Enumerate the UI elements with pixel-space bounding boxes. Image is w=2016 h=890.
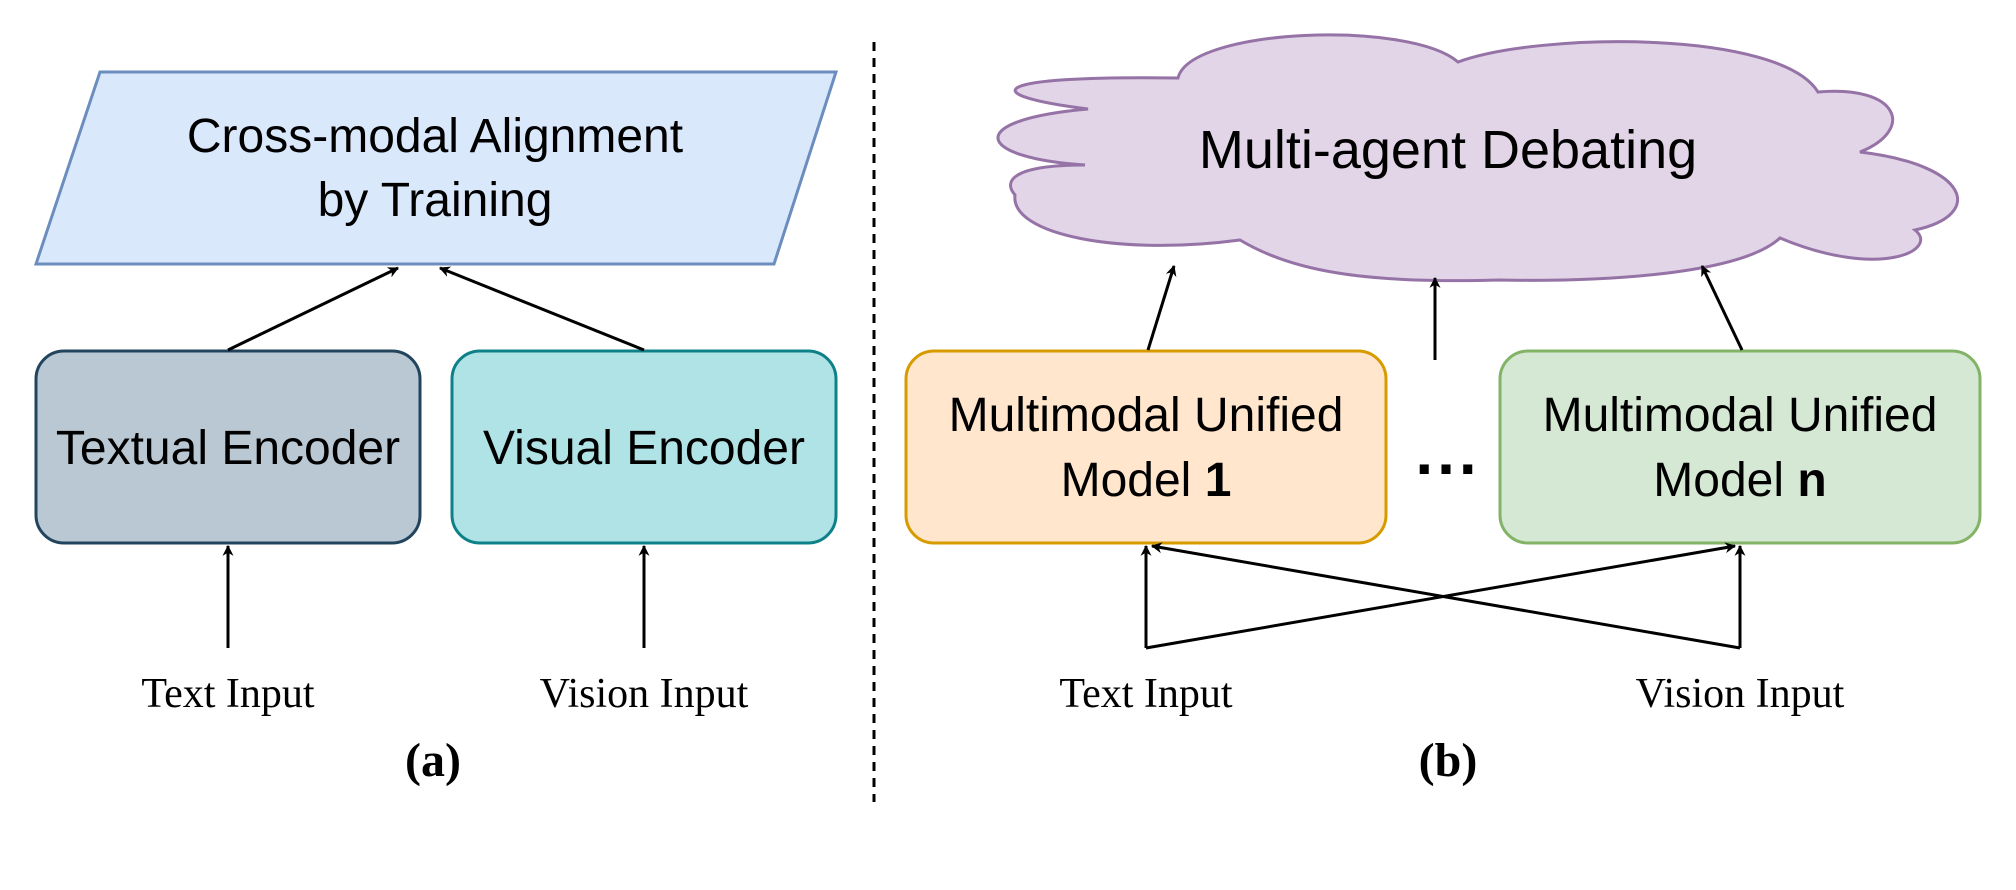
alignment-label-line2: by Training — [318, 174, 553, 227]
text-input-label-b: Text Input — [1059, 671, 1233, 717]
model-1-prefix: Model — [1061, 454, 1205, 507]
arrow-vision-input-to-model-1 — [1150, 542, 1741, 650]
debate-cloud — [996, 33, 1959, 283]
model-n-index: n — [1797, 454, 1826, 507]
model-1-label-line1: Multimodal Unified — [949, 389, 1344, 442]
arrow-textual-to-alignment — [227, 266, 399, 352]
arrow-visual-to-alignment — [438, 266, 645, 352]
model-n-label-line1: Multimodal Unified — [1543, 389, 1938, 442]
model-n-box — [1498, 349, 1982, 545]
textual-encoder-box — [34, 349, 422, 545]
arrow-model-1-to-debate — [1146, 264, 1177, 351]
vision-input-label-b: Vision Input — [1636, 671, 1845, 717]
visual-encoder-label: Visual Encoder — [483, 422, 805, 475]
model-1-index: 1 — [1205, 454, 1232, 507]
panel-b: Multi-agent Debating Multimodal Unified … — [904, 33, 1982, 787]
debate-label: Multi-agent Debating — [1199, 120, 1697, 180]
model-1-box — [904, 349, 1388, 545]
textual-encoder-label: Textual Encoder — [56, 422, 400, 475]
alignment-label-line1: Cross-modal Alignment — [187, 110, 683, 163]
arrow-model-n-to-debate — [1700, 265, 1744, 351]
alignment-box — [33, 70, 839, 266]
panel-a: Cross-modal Alignment by Training Textua… — [33, 70, 839, 787]
model-n-prefix: Model — [1653, 454, 1797, 507]
caption-a: (a) — [405, 734, 461, 787]
visual-encoder-box — [450, 349, 838, 545]
text-input-label-a: Text Input — [141, 671, 315, 717]
model-1-label-line2: Model 1 — [1061, 454, 1232, 507]
vision-input-label-a: Vision Input — [540, 671, 749, 717]
model-n-label-line2: Model n — [1653, 454, 1826, 507]
caption-b: (b) — [1419, 734, 1478, 787]
models-ellipsis: ... — [1415, 416, 1480, 488]
